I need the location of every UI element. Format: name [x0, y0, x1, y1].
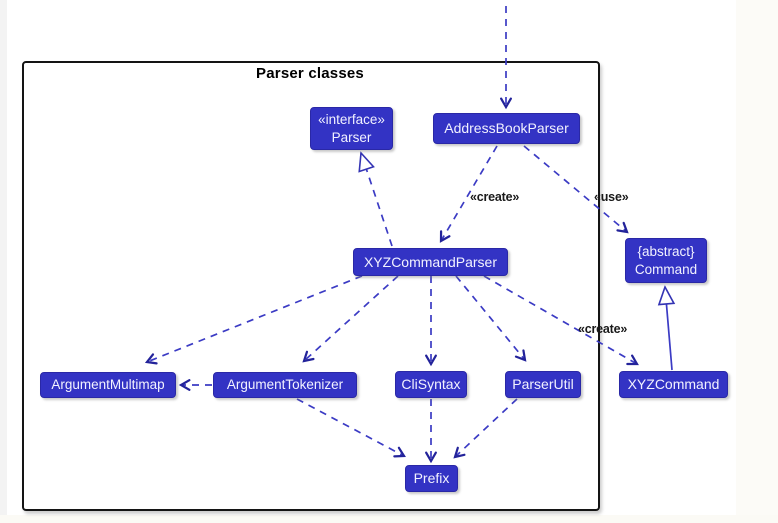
parser-classes-frame [22, 61, 600, 511]
edge-label-create-xyzcommand: «create» [578, 322, 628, 336]
class-name: ArgumentMultimap [51, 377, 165, 393]
class-name: XYZCommandParser [363, 253, 498, 270]
edge-xyzcommandparser-to-argumenttokenizer [302, 275, 399, 363]
class-box-clisyntax: CliSyntax [395, 371, 467, 398]
page-margin-left [0, 0, 7, 523]
edge-parserutil-to-prefix [453, 398, 518, 459]
edge-addressbookparser-to-command [523, 145, 629, 234]
edge-xyzcommandparser-to-xyzcommand [483, 275, 639, 366]
class-name: ParserUtil [512, 376, 574, 393]
class-name: XYZCommand [627, 376, 720, 393]
class-name: Prefix [413, 470, 450, 487]
class-name: AddressBookParser [444, 120, 569, 137]
class-stereotype: «interface» [318, 111, 385, 127]
edge-xyzcommandparser-to-parserutil [455, 275, 527, 362]
page-margin-right [736, 0, 778, 523]
edge-xyzcommandparser-realizes-parser [361, 153, 393, 247]
class-name: Command [634, 261, 698, 277]
class-box-command-abstract: {abstract} Command [625, 238, 707, 283]
frame-title: Parser classes [256, 65, 364, 82]
edge-xyzcommand-extends-command [665, 287, 672, 371]
class-box-parser-interface: «interface» Parser [310, 107, 393, 150]
edge-argumenttokenizer-to-prefix [296, 398, 406, 458]
class-name: ArgumentTokenizer [226, 377, 344, 393]
class-box-xyzcommand: XYZCommand [619, 371, 728, 398]
class-box-addressbookparser: AddressBookParser [433, 113, 580, 144]
class-name: CliSyntax [401, 376, 461, 393]
class-box-xyzcommandparser: XYZCommandParser [353, 248, 508, 276]
class-stereotype: {abstract} [637, 243, 695, 259]
class-box-argumenttokenizer: ArgumentTokenizer [213, 372, 357, 398]
edge-label-use-command: «use» [594, 190, 629, 204]
edge-label-create-addressbookparser: «create» [470, 190, 520, 204]
class-box-parserutil: ParserUtil [505, 371, 581, 398]
edge-addressbookparser-to-xyzcommandparser [439, 145, 498, 243]
edge-xyzcommandparser-to-argumentmultimap [144, 275, 363, 365]
class-box-prefix: Prefix [405, 465, 458, 492]
class-box-argumentmultimap: ArgumentMultimap [40, 372, 176, 398]
page-margin-bottom [0, 515, 778, 523]
class-name: Parser [331, 129, 372, 145]
